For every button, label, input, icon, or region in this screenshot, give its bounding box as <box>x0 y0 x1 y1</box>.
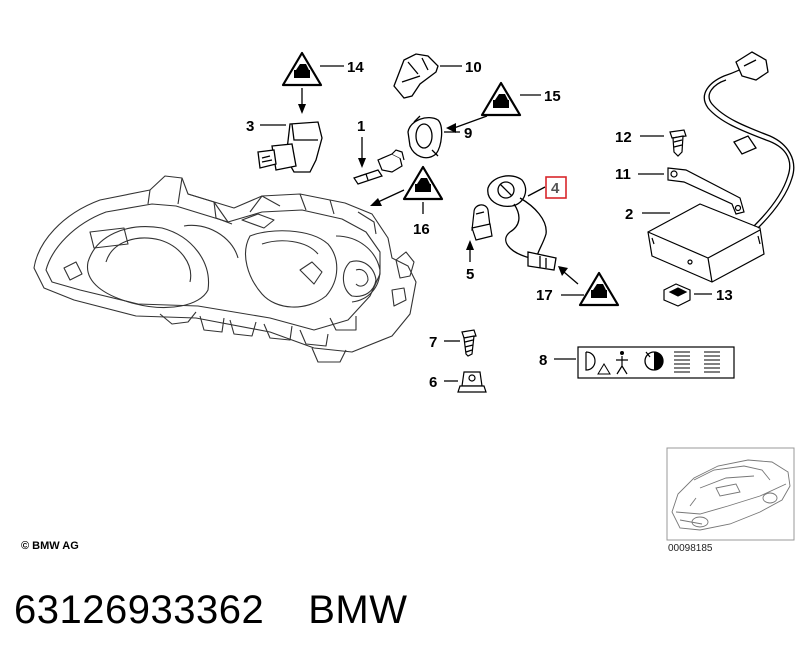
callout-13[interactable]: 13 <box>716 287 733 304</box>
callout-5[interactable]: 5 <box>466 266 474 283</box>
warning-sticker-15-icon <box>480 81 522 117</box>
leader-lines <box>260 65 712 382</box>
part-number: 63126933362 <box>14 588 265 632</box>
callout-15[interactable]: 15 <box>544 88 561 105</box>
callout-7[interactable]: 7 <box>429 334 437 351</box>
callout-2[interactable]: 2 <box>625 206 633 223</box>
warning-sticker-17-icon <box>578 271 620 307</box>
car-thumbnail <box>666 447 795 541</box>
screw-12 <box>669 129 687 157</box>
callout-4[interactable]: 4 <box>551 180 560 197</box>
callout-11[interactable]: 11 <box>615 166 631 183</box>
callout-17[interactable]: 17 <box>536 287 553 304</box>
control-unit-2 <box>647 203 765 283</box>
callout-6[interactable]: 6 <box>429 374 437 391</box>
callout-10[interactable]: 10 <box>465 59 482 76</box>
footer-caption: 63126933362 BMW <box>14 588 407 633</box>
callout-8[interactable]: 8 <box>539 352 547 369</box>
socket-cable-4 <box>487 175 557 271</box>
bulb-5 <box>471 204 493 241</box>
callout-14[interactable]: 14 <box>347 59 364 76</box>
callout-1[interactable]: 1 <box>357 118 365 135</box>
warning-sticker-14-icon <box>281 51 323 87</box>
diagram-id: 00098185 <box>668 543 713 554</box>
warning-sticker-16-icon <box>402 165 444 201</box>
label-sticker-8 <box>577 346 735 379</box>
bracket-11 <box>667 167 745 215</box>
clip-nut-6 <box>457 371 487 393</box>
screw-7 <box>461 329 477 357</box>
callout-3[interactable]: 3 <box>246 118 254 135</box>
callout-9[interactable]: 9 <box>464 125 472 142</box>
leader-arrowheads <box>298 104 568 276</box>
copyright-text: © BMW AG <box>21 540 79 552</box>
clip-13 <box>663 283 691 307</box>
bulb-1 <box>353 149 405 185</box>
headlight-housing <box>33 175 417 363</box>
highlight-box-4 <box>545 176 567 199</box>
callout-16[interactable]: 16 <box>413 221 430 238</box>
spring-clip-10 <box>393 53 439 99</box>
control-unit-cable <box>703 51 795 229</box>
bulb-socket-3 <box>257 121 323 173</box>
retaining-ring-9 <box>407 115 443 159</box>
callout-12[interactable]: 12 <box>615 129 632 146</box>
brand-name: BMW <box>308 588 408 632</box>
